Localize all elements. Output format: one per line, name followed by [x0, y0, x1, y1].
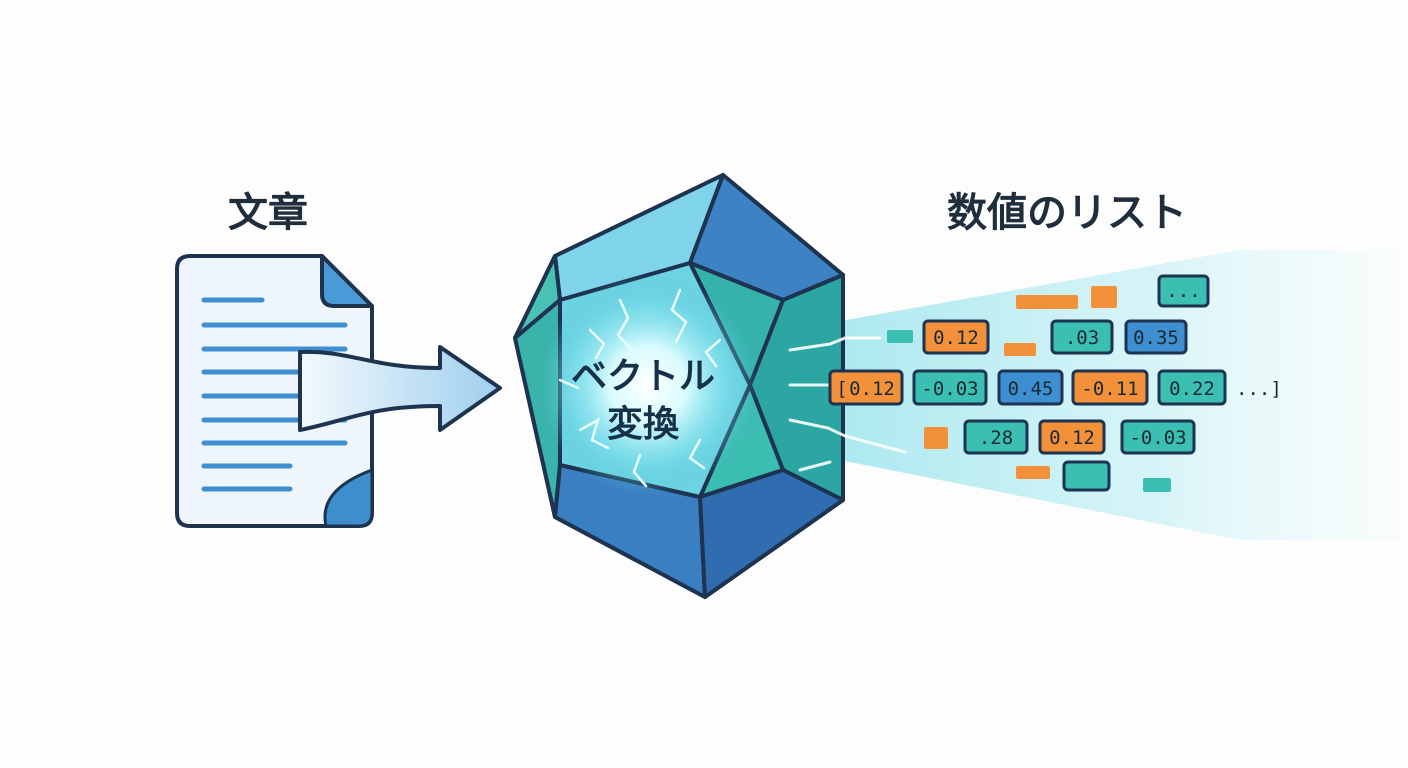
- beam-connectors: [788, 336, 907, 472]
- vector-row-main: [ 0.12 -0.03 0.45 -0.11 0.22 ...]: [828, 369, 1282, 406]
- closing-ellipsis: ...]: [1236, 378, 1282, 400]
- center-label-line1: ベクトル: [571, 356, 715, 397]
- lightning-lines: [558, 288, 722, 488]
- svg-text:...: ...: [1166, 280, 1200, 302]
- vector-row-top: 0.12 .03 0.35: [922, 319, 1188, 355]
- chip-main-4: -0.11: [1081, 378, 1138, 400]
- left-title: 文章: [228, 190, 308, 236]
- right-title: 数値のリスト: [947, 190, 1187, 236]
- center-label-line2: 変換: [607, 403, 680, 445]
- chip-top-2: .03: [1065, 327, 1099, 349]
- chip-main-3: 0.45: [1008, 378, 1054, 400]
- blank-chip: [1062, 460, 1111, 492]
- chip-main-5: 0.22: [1169, 378, 1215, 400]
- chip-bottom-3: -0.03: [1129, 427, 1186, 449]
- chip-bottom-2: 0.12: [1049, 427, 1095, 449]
- transform-arrow: [298, 345, 502, 432]
- decorative-tokens: [887, 286, 1171, 492]
- chip-main-2: -0.03: [921, 378, 978, 400]
- chip-bottom-1: .28: [979, 427, 1013, 449]
- ellipsis-chip: ...: [1157, 274, 1210, 308]
- open-bracket: [: [836, 378, 847, 400]
- chip-top-1: 0.12: [933, 327, 979, 349]
- vector-row-bottom: .28 0.12 -0.03: [963, 419, 1196, 455]
- chip-main-1: 0.12: [849, 378, 895, 400]
- chip-top-3: 0.35: [1133, 327, 1179, 349]
